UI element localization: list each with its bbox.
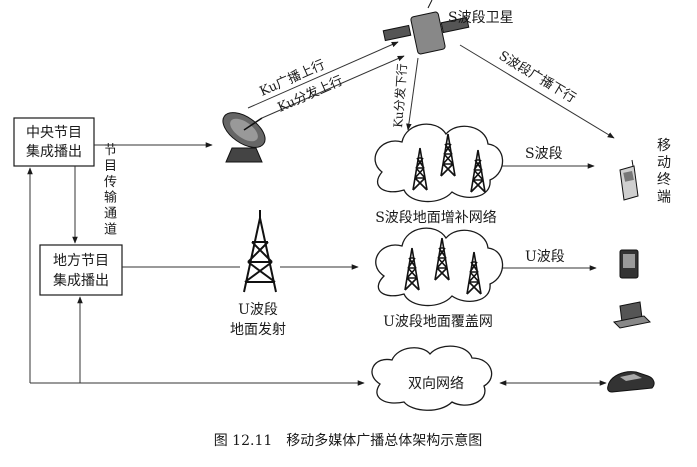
ku-dist-up-arrow (261, 55, 405, 119)
s-network-label: S波段地面增补网络 (375, 210, 497, 226)
local-label-line2: 集成播出 (53, 272, 109, 289)
u-tx-label-line2: 地面发射 (230, 322, 286, 338)
car-icon (607, 371, 655, 393)
u-network-label: U波段地面覆盖网 (383, 314, 493, 330)
mobile-phone-icon (619, 159, 639, 201)
ku-broadcast-up-arrow (247, 41, 399, 109)
central-program-box: 中央节目 集成播出 (13, 117, 95, 167)
central-label-line2: 集成播出 (26, 143, 82, 160)
figure-caption: 图 12.11 移动多媒体广播总体架构示意图 (214, 432, 483, 449)
connection-lines (27, 41, 615, 386)
ku-dist-down-arrow (406, 57, 419, 131)
bidirectional-network-cloud (371, 345, 493, 411)
terminal-label: 移动终端 (657, 138, 671, 205)
program-channel-label: 节目传输通道 (104, 143, 117, 238)
local-label-line1: 地方节目 (53, 253, 109, 269)
u-band-tower-icon (243, 210, 277, 293)
s-band-network-cloud (374, 123, 504, 203)
u-band-label: U波段 (525, 249, 565, 265)
ku-dist-down-label: Ku分发下行 (390, 63, 409, 128)
s-broadcast-down-arrow (459, 44, 615, 139)
satellite-icon (382, 0, 470, 55)
s-broadcast-down-label: S波段广播下行 (496, 49, 578, 107)
s-band-label: S波段 (525, 146, 563, 162)
ku-dist-down-label-wrap: Ku分发下行 (390, 63, 409, 128)
s-broadcast-down-label-wrap: S波段广播下行 (496, 49, 578, 107)
u-tx-label-line1: U波段 (238, 302, 278, 318)
laptop-icon (612, 301, 652, 329)
local-program-box: 地方节目 集成播出 (39, 244, 123, 296)
satellite-label: S波段卫星 (448, 10, 514, 26)
central-label-line1: 中央节目 (26, 125, 82, 141)
bidir-label: 双向网络 (408, 376, 464, 392)
pda-icon (619, 249, 639, 279)
satellite-dish-icon (222, 112, 266, 163)
u-band-network-cloud (375, 227, 504, 307)
